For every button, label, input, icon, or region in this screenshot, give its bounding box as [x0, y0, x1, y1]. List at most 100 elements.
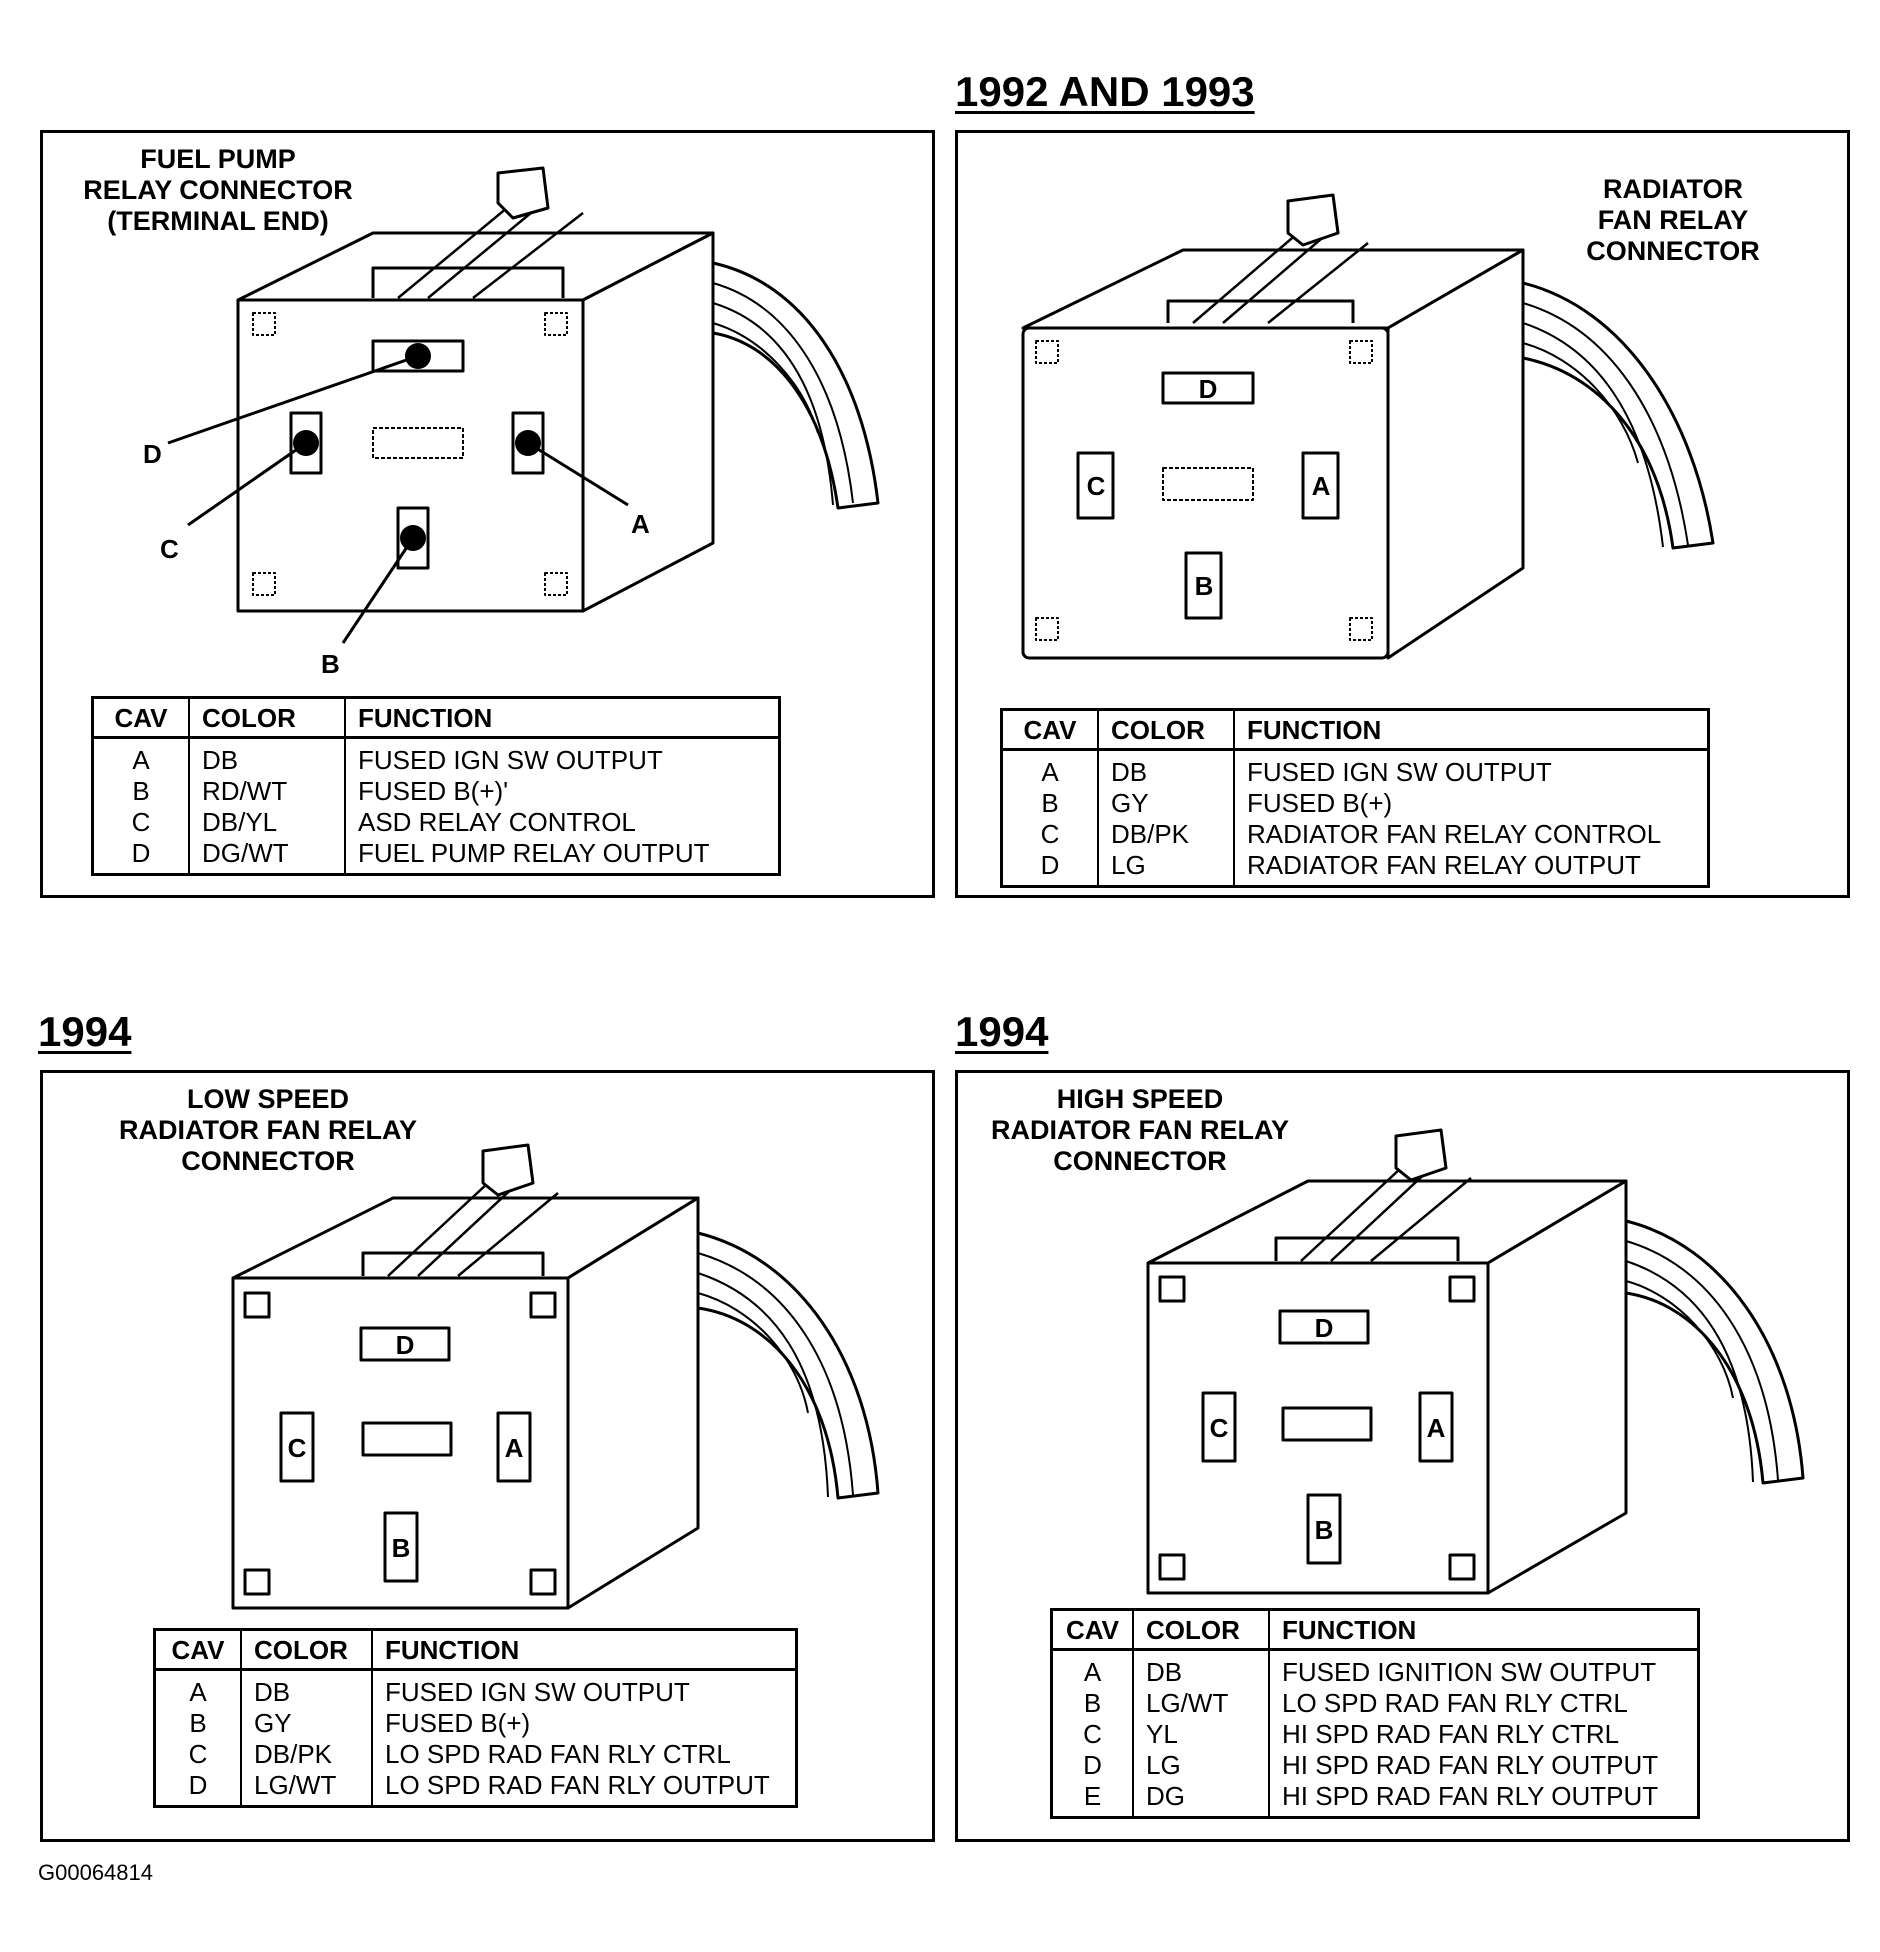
col-color: COLOR: [189, 697, 346, 739]
cell-function: HI SPD RAD FAN RLY OUTPUT: [1282, 1750, 1659, 1780]
cell-cav: B: [154, 1708, 242, 1739]
relay-connector-drawing-icon: LOW SPEED RADIATOR FAN RELAY CONNECTOR D: [119, 1084, 880, 1610]
callout-c: C: [160, 534, 179, 564]
cell-function: RADIATOR FAN RELAY CONTROL: [1247, 819, 1662, 849]
cavity-b: B: [1195, 571, 1214, 601]
relay-connector-drawing-icon: FUEL PUMP RELAY CONNECTOR (TERMINAL END): [83, 144, 880, 679]
connector-body: [236, 166, 880, 613]
cell-color: DB/YL: [189, 807, 346, 838]
cell-color: GY: [1098, 788, 1235, 819]
pinout-table: CAV COLOR FUNCTION A DB FUSED IGN SW OUT…: [153, 1628, 798, 1808]
col-function: FUNCTION: [345, 697, 780, 739]
cell-color: LG: [1098, 850, 1235, 887]
cell-cav: B: [92, 776, 190, 807]
cell-cav: C: [1051, 1719, 1134, 1750]
heading-1994-left: 1994: [38, 1008, 132, 1055]
cavity-d: D: [1199, 374, 1218, 404]
cell-function: FUSED IGNITION SW OUTPUT: [1282, 1657, 1657, 1687]
title-line-2: RADIATOR FAN RELAY: [119, 1115, 417, 1145]
col-function: FUNCTION: [1269, 1609, 1699, 1651]
title-line-1: HIGH SPEED: [1057, 1084, 1224, 1114]
cell-function: FUSED IGN SW OUTPUT: [358, 745, 663, 775]
cavity-labels: D C A B: [1087, 374, 1331, 601]
table-row: B GY FUSED B(+): [154, 1708, 797, 1739]
col-color: COLOR: [1133, 1609, 1270, 1651]
heading-1992-1993: 1992 AND 1993: [955, 68, 1255, 115]
cell-cav: B: [1001, 788, 1099, 819]
title-line-1: LOW SPEED: [187, 1084, 349, 1114]
pinout-table: CAV COLOR FUNCTION A DB FUSED IGNITION S…: [1050, 1608, 1700, 1819]
cell-color: DB: [1098, 749, 1235, 788]
cell-color: DG: [1133, 1781, 1270, 1818]
callout-leaders: [167, 354, 629, 644]
cavity-c: C: [288, 1433, 307, 1463]
cell-cav: D: [154, 1770, 242, 1807]
cell-color: DB/PK: [241, 1739, 373, 1770]
table-row: C DB/PK LO SPD RAD FAN RLY CTRL: [154, 1739, 797, 1770]
cell-function: FUEL PUMP RELAY OUTPUT: [358, 838, 710, 868]
title-line-2: RADIATOR FAN RELAY: [991, 1115, 1289, 1145]
cell-color: LG: [1133, 1750, 1270, 1781]
panel-title: HIGH SPEED RADIATOR FAN RELAY CONNECTOR: [991, 1084, 1289, 1176]
title-line-1: RADIATOR: [1603, 174, 1743, 204]
panel-radiator-fan-relay: RADIATOR FAN RELAY CONNECTOR D C: [955, 130, 1850, 898]
cell-function: FUSED IGN SW OUTPUT: [1247, 757, 1552, 787]
title-line-2: FAN RELAY: [1598, 205, 1749, 235]
cell-color: DB: [1133, 1649, 1270, 1688]
cavity-d: D: [1315, 1313, 1334, 1343]
title-line-3: (TERMINAL END): [107, 206, 328, 236]
cell-cav: A: [92, 737, 190, 776]
table-row: B LG/WT LO SPD RAD FAN RLY CTRL: [1051, 1688, 1699, 1719]
figure-reference: G00064814: [38, 1860, 153, 1885]
table-row: A DB FUSED IGNITION SW OUTPUT: [1051, 1649, 1699, 1688]
table-row: B RD/WT FUSED B(+)': [92, 776, 780, 807]
cell-color: LG/WT: [241, 1770, 373, 1807]
cell-cav: A: [1001, 749, 1099, 788]
cell-cav: C: [1001, 819, 1099, 850]
table-row: C YL HI SPD RAD FAN RLY CTRL: [1051, 1719, 1699, 1750]
cell-cav: A: [1051, 1649, 1134, 1688]
cell-cav: D: [1001, 850, 1099, 887]
cavity-b: B: [1315, 1515, 1334, 1545]
cavity-labels: D C A B: [288, 1330, 524, 1563]
table-row: E DG HI SPD RAD FAN RLY OUTPUT: [1051, 1781, 1699, 1818]
title-line-3: CONNECTOR: [181, 1146, 355, 1176]
connector-body: [1146, 1128, 1805, 1595]
cell-color: YL: [1133, 1719, 1270, 1750]
title-line-2: RELAY CONNECTOR: [83, 175, 353, 205]
cell-function: ASD RELAY CONTROL: [358, 807, 636, 837]
cavity-b: B: [392, 1533, 411, 1563]
cell-cav: B: [1051, 1688, 1134, 1719]
title-line-3: CONNECTOR: [1586, 236, 1760, 266]
cell-color: GY: [241, 1708, 373, 1739]
table-row: D DG/WT FUEL PUMP RELAY OUTPUT: [92, 838, 780, 875]
cell-function: FUSED B(+): [1247, 788, 1393, 818]
callout-a: A: [631, 509, 650, 539]
table-row: D LG/WT LO SPD RAD FAN RLY OUTPUT: [154, 1770, 797, 1807]
cell-function: FUSED B(+): [385, 1708, 531, 1738]
relay-connector-drawing-icon: RADIATOR FAN RELAY CONNECTOR D C: [1021, 174, 1760, 660]
cell-color: RD/WT: [189, 776, 346, 807]
panel-low-speed-fan-relay: LOW SPEED RADIATOR FAN RELAY CONNECTOR D: [40, 1070, 935, 1842]
heading-1994-right: 1994: [955, 1008, 1049, 1055]
panel-title: RADIATOR FAN RELAY CONNECTOR: [1586, 174, 1760, 266]
connector-body: [1021, 193, 1715, 660]
title-line-3: CONNECTOR: [1053, 1146, 1227, 1176]
table-row: C DB/YL ASD RELAY CONTROL: [92, 807, 780, 838]
cavity-c: C: [1210, 1413, 1229, 1443]
cell-cav: D: [1051, 1750, 1134, 1781]
cell-function: FUSED IGN SW OUTPUT: [385, 1677, 690, 1707]
cavity-d: D: [396, 1330, 415, 1360]
pinout-table: CAV COLOR FUNCTION A DB FUSED IGN SW OUT…: [1000, 708, 1710, 888]
table-row: A DB FUSED IGN SW OUTPUT: [1001, 749, 1709, 788]
panel-fuel-pump-relay: FUEL PUMP RELAY CONNECTOR (TERMINAL END): [40, 130, 935, 898]
cell-cav: C: [92, 807, 190, 838]
callout-d: D: [143, 439, 162, 469]
table-row: A DB FUSED IGN SW OUTPUT: [154, 1669, 797, 1708]
cell-function: HI SPD RAD FAN RLY CTRL: [1282, 1719, 1620, 1749]
cell-color: LG/WT: [1133, 1688, 1270, 1719]
cell-function: LO SPD RAD FAN RLY OUTPUT: [385, 1770, 770, 1800]
table-row: B GY FUSED B(+): [1001, 788, 1709, 819]
cell-cav: A: [154, 1669, 242, 1708]
callout-b: B: [321, 649, 340, 679]
